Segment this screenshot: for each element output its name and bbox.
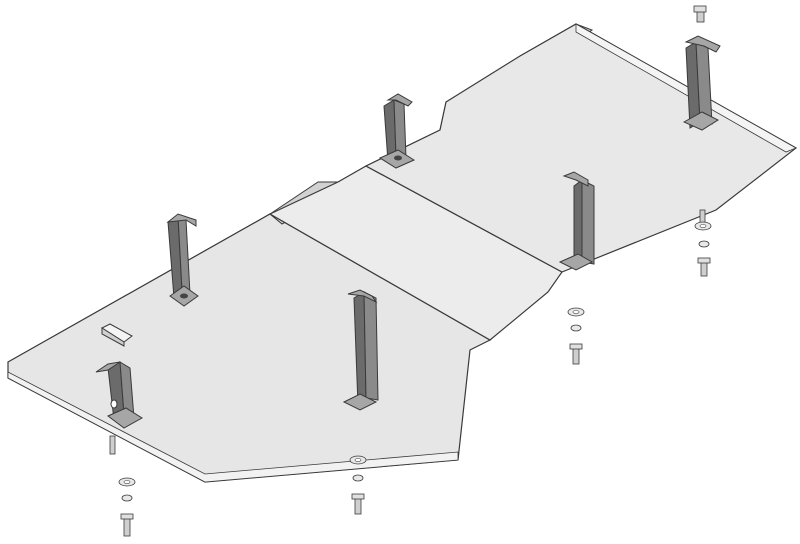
bracket-hole [110, 399, 118, 409]
bolt-head [693, 5, 707, 13]
bracket-hole [180, 293, 188, 299]
bolt-set-rear-right [694, 209, 712, 277]
bracket-front-left [166, 213, 199, 307]
washer [699, 224, 707, 228]
bolt-head [569, 343, 583, 350]
bracket-middle [378, 93, 416, 169]
bracket-front-tab [95, 361, 143, 429]
bolt-head [351, 493, 365, 500]
washer [123, 480, 131, 484]
bolt-set-top-right [693, 5, 707, 23]
bolt-head [697, 257, 711, 264]
bolt-set-front-center [349, 455, 367, 515]
washer [572, 310, 580, 314]
washer [354, 458, 362, 462]
bracket-hole [394, 155, 402, 161]
locating-tab [100, 323, 133, 347]
bolt-head [120, 513, 134, 520]
bolt-set-front-left [109, 435, 136, 537]
washer [121, 494, 133, 502]
rear-plate-lip [575, 23, 797, 153]
stud [109, 435, 116, 455]
rear-plate-panel [364, 23, 798, 273]
washer [352, 474, 364, 482]
washer [570, 324, 582, 332]
bolt-set-middle [567, 307, 585, 365]
front-plate-lip [7, 371, 459, 483]
bracket-rear-right [682, 35, 721, 131]
bracket-front-right [342, 289, 379, 411]
bracket-rear-center [558, 171, 595, 271]
washer [698, 240, 710, 248]
